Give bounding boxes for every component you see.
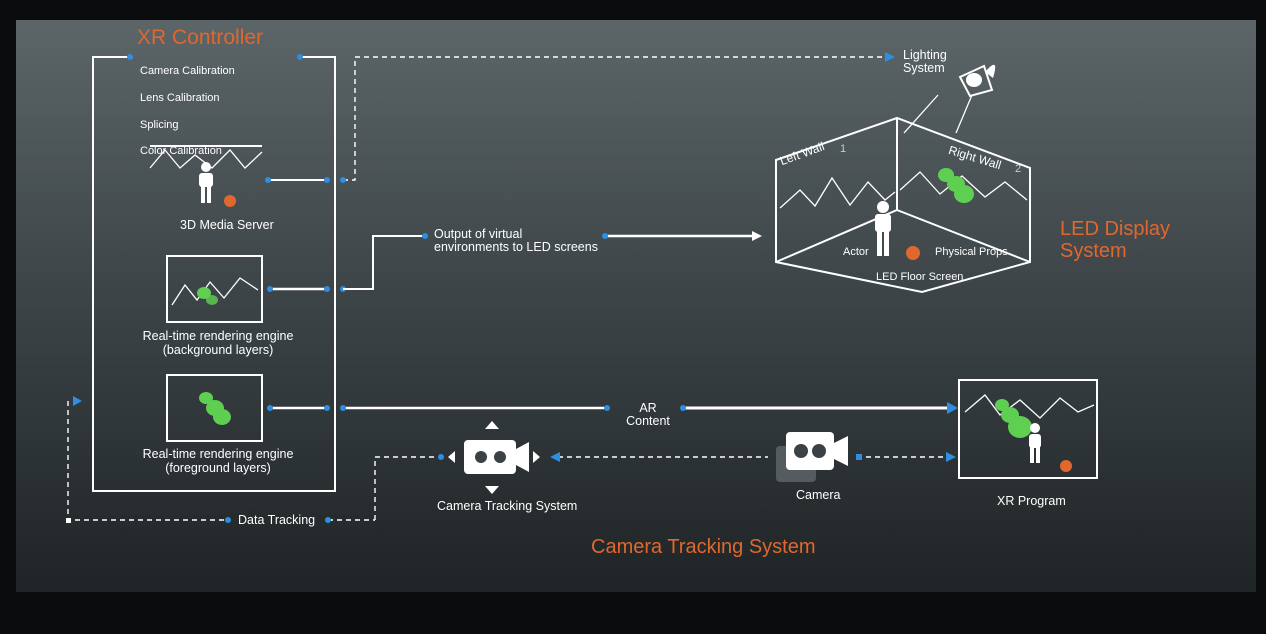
menu-camera-calibration: Camera Calibration <box>140 65 235 77</box>
camera-icon <box>776 432 848 482</box>
media-server-label: 3D Media Server <box>180 218 274 232</box>
engine-fg-box <box>166 374 330 442</box>
footer-title: Camera Tracking System <box>591 536 816 558</box>
xr-controller-title: XR Controller <box>137 26 264 49</box>
engine-bg-label: Real-time rendering engine (background l… <box>118 329 318 357</box>
lighting-link <box>343 56 890 181</box>
led-volume <box>775 94 1031 294</box>
ar-line1: AR <box>639 401 657 415</box>
output-line2: environments to LED screens <box>434 240 598 254</box>
camera-tracking-icon <box>448 421 540 494</box>
diagram-canvas <box>16 20 1256 592</box>
lighting-line2: System <box>903 61 945 75</box>
led-title-line1: LED Display <box>1060 218 1171 240</box>
actor-label: Actor <box>843 246 869 258</box>
data-tracking-label: Data Tracking <box>238 513 316 527</box>
camera-tracking-link <box>550 452 956 462</box>
xr-program-box <box>958 379 1098 479</box>
engine-bg-line2: (background layers) <box>162 343 274 357</box>
wall-props <box>906 168 974 260</box>
menu-color-calibration: Color Calibration <box>140 145 222 157</box>
prop-dot <box>224 195 236 207</box>
media-server-graphic <box>149 145 346 207</box>
engine-fg-line1: Real-time rendering engine <box>142 447 294 461</box>
ar-content-label: AR Content <box>608 402 688 428</box>
xr-program-label: XR Program <box>997 494 1066 508</box>
arrow-head <box>885 52 895 62</box>
actor-icon <box>875 201 891 256</box>
engine-bg-line1: Real-time rendering engine <box>142 329 294 343</box>
engine-bg-box <box>166 255 346 323</box>
engine-fg-line2: (foreground layers) <box>165 461 271 475</box>
right-wall-number: 2 <box>1015 163 1022 175</box>
frame-dot <box>297 54 303 60</box>
led-output-link <box>343 234 755 290</box>
left-wall-number: 1 <box>840 143 847 155</box>
led-title-line2: System <box>1060 240 1127 262</box>
camera-label: Camera <box>796 488 841 502</box>
output-label: Output of virtual environments to LED sc… <box>434 228 598 254</box>
lighting-icon <box>958 64 996 98</box>
arrow-head <box>752 231 762 241</box>
person-icon <box>199 162 213 203</box>
props-label: Physical Props <box>935 246 1008 258</box>
output-line1: Output of virtual <box>434 227 523 241</box>
led-system-title: LED Display System <box>1060 218 1170 262</box>
lighting-line1: Lighting <box>903 48 947 62</box>
lighting-label: Lighting System <box>903 49 947 75</box>
frame-dot <box>127 54 133 60</box>
floor-label: LED Floor Screen <box>876 271 964 283</box>
menu-splicing: Splicing <box>140 119 179 131</box>
camera-tracking-system-label: Camera Tracking System <box>437 499 578 513</box>
engine-fg-label: Real-time rendering engine (foreground l… <box>118 447 318 475</box>
arrow-head <box>73 396 82 406</box>
menu-lens-calibration: Lens Calibration <box>140 92 220 104</box>
ar-line2: Content <box>626 414 670 428</box>
xr-controller-frame <box>92 56 336 492</box>
ar-content-link <box>340 402 958 414</box>
